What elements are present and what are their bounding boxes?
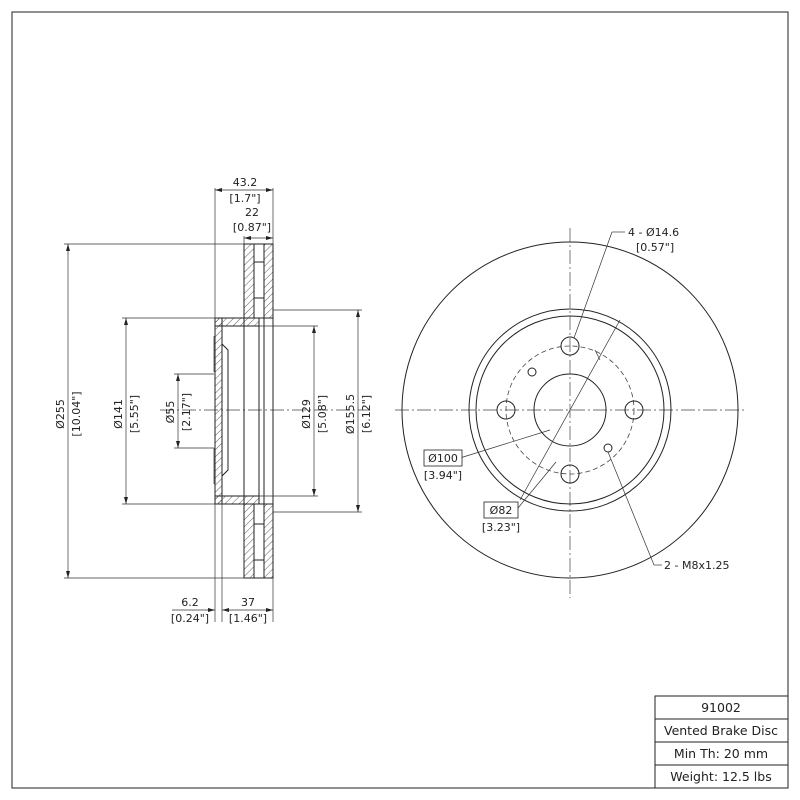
center-bore: [533, 373, 607, 447]
dia-155-label: Ø155.5: [344, 394, 357, 434]
thickness-inch-label: [0.87"]: [233, 221, 271, 234]
threaded-hole-lower: [603, 443, 613, 453]
min-thickness: Min Th: 20 mm: [674, 746, 768, 761]
bolt-hole-top: [560, 336, 580, 356]
thickness-label: 22: [245, 206, 259, 219]
dia-129-inch-label: [5.08"]: [316, 395, 329, 433]
bolt-holes-label: 4 - Ø14.6: [628, 226, 679, 239]
hole-circle-label: Ø82: [490, 504, 513, 517]
hat-thickness-label: 6.2: [181, 596, 199, 609]
hat-thickness-inch-label: [0.24"]: [171, 612, 209, 625]
dia-129-label: Ø129: [300, 399, 313, 429]
dia-55-label: Ø55: [164, 401, 177, 424]
dia-155-inch-label: [6.12"]: [360, 395, 373, 433]
hole-circle-inch-label: [3.23"]: [482, 521, 520, 534]
drawing-frame: [11, 11, 789, 789]
bolt-circle-label: Ø100: [428, 452, 458, 465]
part-description: Vented Brake Disc: [664, 723, 778, 738]
bolt-holes-inch-label: [0.57"]: [636, 241, 674, 254]
friction-ring-inner-edge: [468, 308, 672, 512]
overall-width-label: 43.2: [233, 176, 258, 189]
offset-label: 37: [241, 596, 255, 609]
title-block: 91002 Vented Brake Disc Min Th: 20 mm We…: [654, 695, 789, 789]
part-number: 91002: [701, 700, 741, 715]
dia-141-inch-label: [5.55"]: [128, 395, 141, 433]
bolt-hole-right: [624, 400, 644, 420]
hat-outer-edge: [475, 315, 665, 505]
bolt-hole-bottom: [560, 464, 580, 484]
bolt-circle: [505, 345, 635, 475]
threaded-holes-label: 2 - M8x1.25: [664, 559, 729, 572]
bolt-circle-inch-label: [3.94"]: [424, 469, 462, 482]
offset-inch-label: [1.46"]: [229, 612, 267, 625]
weight: Weight: 12.5 lbs: [670, 769, 771, 784]
bolt-hole-left: [496, 400, 516, 420]
dia-55-inch-label: [2.17"]: [180, 393, 193, 431]
outer-diameter-inch-label: [10.04"]: [70, 391, 83, 436]
dia-141-label: Ø141: [112, 399, 125, 429]
threaded-hole-upper: [527, 367, 537, 377]
rotor-outer-edge: [401, 241, 739, 579]
overall-width-inch-label: [1.7"]: [229, 192, 260, 205]
outer-diameter-label: Ø255: [54, 399, 67, 429]
side-section-view: 43.2 [1.7"] 22 [0.87"] Ø255 [10.04"] Ø14…: [54, 176, 373, 625]
front-view: Ø100 [3.94"] Ø82 [3.23"] 4 - Ø14.6 [0.57…: [395, 226, 745, 598]
